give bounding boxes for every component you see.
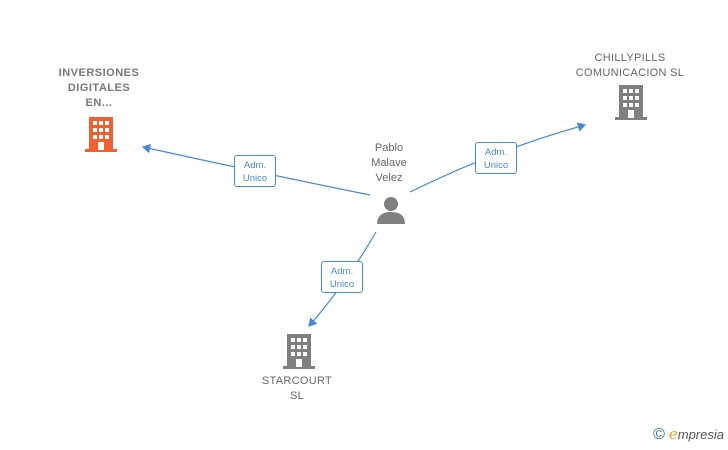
node-label-line1: STARCOURT: [261, 375, 333, 387]
edge-label-chillypills: Adm. Unico: [475, 142, 517, 174]
edge-label-line2: Unico: [242, 173, 268, 184]
edge-label-line2: Unico: [483, 160, 509, 171]
node-label-line2: SL: [289, 390, 305, 402]
node-label-line1: CHILLYPILLS: [594, 52, 666, 64]
node-label-line3: EN...: [85, 97, 113, 109]
edge-label-line1: Adm.: [243, 160, 267, 171]
brand-e: e: [668, 425, 678, 443]
node-label-line3: Velez: [375, 172, 403, 184]
node-label-line2: Malave: [371, 157, 407, 169]
building-icon[interactable]: [84, 116, 118, 152]
node-person-label[interactable]: Pablo Malave Velez: [349, 141, 429, 186]
building-icon[interactable]: [614, 84, 648, 120]
building-icon[interactable]: [282, 333, 316, 369]
node-label-line1: Pablo: [374, 142, 404, 154]
brand-watermark: ©empresia: [653, 425, 724, 444]
copyright-icon: ©: [653, 426, 665, 443]
edge-label-starcourt: Adm. Unico: [321, 261, 363, 293]
edge-label-line1: Adm.: [330, 266, 354, 277]
node-label-line1: INVERSIONES: [58, 67, 140, 79]
edge-label-line1: Adm.: [484, 147, 508, 158]
brand-name: mpresia: [677, 427, 724, 442]
node-chillypills-label[interactable]: CHILLYPILLS COMUNICACION SL: [560, 51, 700, 81]
person-icon[interactable]: [376, 195, 406, 225]
edge-label-inversiones: Adm. Unico: [234, 155, 276, 187]
node-inversiones-label[interactable]: INVERSIONES DIGITALES EN...: [40, 66, 158, 111]
edge-label-line2: Unico: [329, 279, 355, 290]
node-label-line2: COMUNICACION SL: [575, 67, 685, 79]
node-starcourt-label[interactable]: STARCOURT SL: [247, 374, 347, 404]
node-label-line2: DIGITALES: [67, 82, 131, 94]
